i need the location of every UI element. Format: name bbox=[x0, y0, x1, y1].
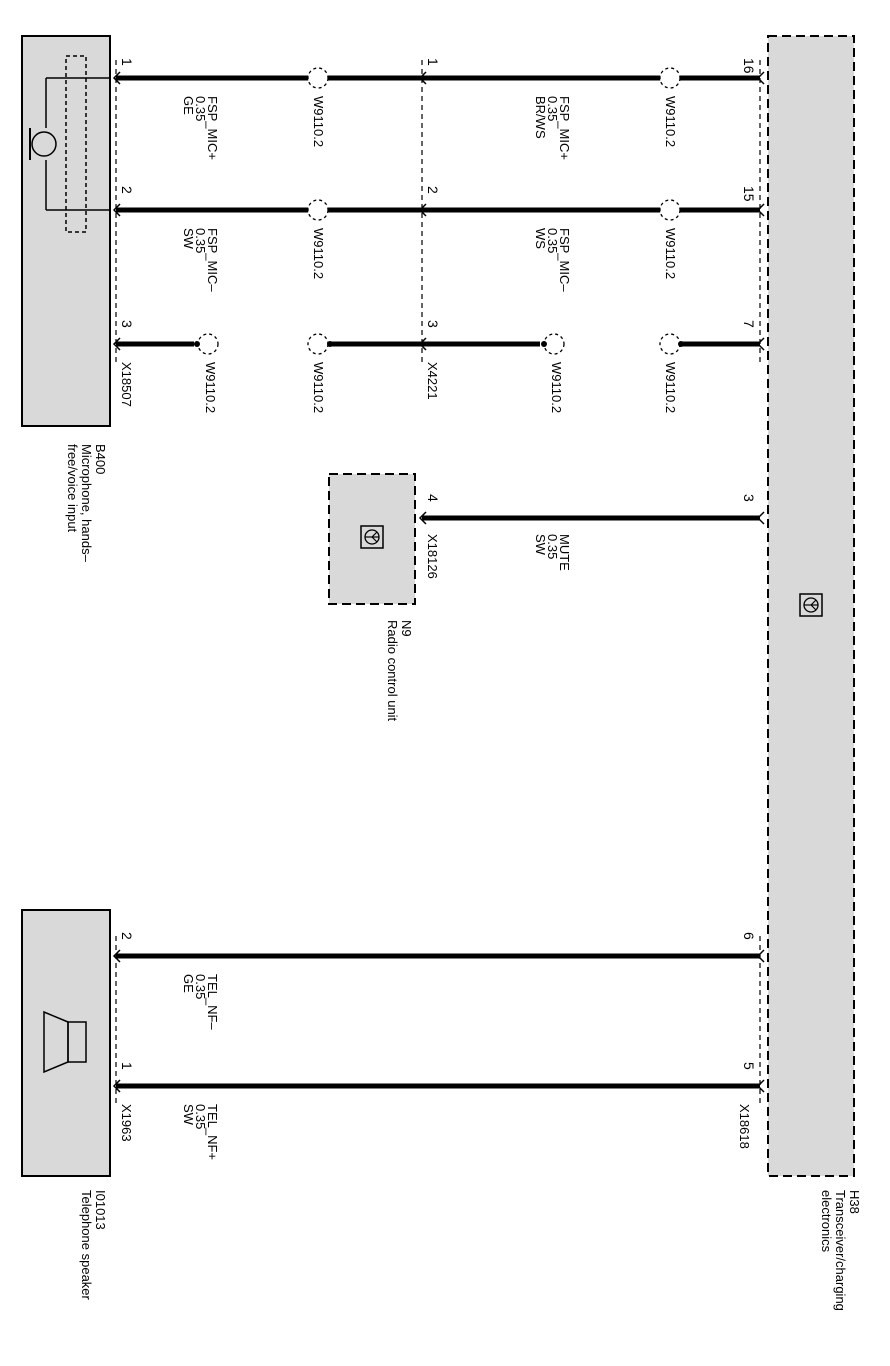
control-unit-icon bbox=[799, 593, 823, 617]
shield-label: W9110.2 bbox=[663, 96, 678, 147]
pin-numbers: 16 15 7 3 6 5 1 2 3 4 1 2 3 2 1 bbox=[119, 58, 757, 1070]
pin-number: 2 bbox=[119, 932, 135, 940]
wire-color: SW bbox=[533, 534, 548, 556]
wire-size: 0.35 bbox=[193, 228, 208, 253]
shield-label: W9110.2 bbox=[549, 362, 564, 413]
wire-labels: FSP_MIC+ 0.35 BR/WS FSP_MIC– 0.35 WS FSP… bbox=[181, 96, 572, 1160]
speaker-icon bbox=[43, 1010, 87, 1074]
pin-number: 1 bbox=[425, 58, 441, 66]
pin-number: 6 bbox=[741, 932, 757, 940]
connector-id: X18126 bbox=[425, 534, 440, 579]
wire-signal: FSP_MIC+ bbox=[205, 96, 220, 160]
component-i01013-box bbox=[21, 909, 111, 1177]
connector-ids: X18618 X4221 X18126 X18507 X1963 bbox=[119, 362, 752, 1149]
connector-chevrons bbox=[112, 71, 765, 1093]
shield-markers bbox=[197, 67, 681, 355]
wire-signal: FSP_MIC– bbox=[557, 228, 572, 292]
wire-color: SW bbox=[181, 228, 196, 250]
microphone-icon bbox=[29, 55, 110, 233]
pin-number: 1 bbox=[119, 1062, 135, 1070]
shield-dots bbox=[194, 341, 684, 347]
pin-number: 2 bbox=[119, 186, 135, 194]
shield-label: W9110.2 bbox=[663, 362, 678, 413]
pin-number: 2 bbox=[425, 186, 441, 194]
wires bbox=[116, 75, 760, 1089]
shield-label: W9110.2 bbox=[203, 362, 218, 413]
shield-label: W9110.2 bbox=[311, 96, 326, 147]
wire-color: WS bbox=[533, 228, 548, 249]
wire-signal: TEL_NF+ bbox=[205, 1104, 220, 1160]
wire-size: 0.35 bbox=[545, 534, 560, 559]
pin-number: 16 bbox=[741, 58, 757, 74]
shield-label: W9110.2 bbox=[663, 228, 678, 279]
connector-id: X1963 bbox=[119, 1104, 134, 1142]
connector-id: X18618 bbox=[737, 1104, 752, 1149]
wire-signal: FSP_MIC+ bbox=[557, 96, 572, 160]
component-name: Telephone speaker bbox=[79, 1190, 94, 1301]
pin-number: 3 bbox=[741, 494, 757, 502]
component-id: N9 bbox=[399, 620, 414, 637]
wire-size: 0.35 bbox=[545, 228, 560, 253]
pin-number: 7 bbox=[741, 320, 757, 328]
pin-number: 5 bbox=[741, 1062, 757, 1070]
wire-size: 0.35 bbox=[545, 96, 560, 121]
shield-label: W9110.2 bbox=[311, 362, 326, 413]
component-n9-box bbox=[328, 473, 416, 605]
wire-signal: TEL_NF– bbox=[205, 974, 220, 1030]
pin-number: 3 bbox=[425, 320, 441, 328]
component-id: I01013 bbox=[93, 1190, 108, 1230]
component-name: Transceiver/charging bbox=[833, 1190, 848, 1311]
component-name: free/voice input bbox=[65, 444, 80, 533]
connector-id: X4221 bbox=[425, 362, 440, 400]
pin-number: 1 bbox=[119, 58, 135, 66]
component-name: electronics bbox=[819, 1190, 834, 1253]
wire-size: 0.35 bbox=[193, 974, 208, 999]
pin-number: 3 bbox=[119, 320, 135, 328]
component-name: Microphone, hands– bbox=[79, 444, 94, 563]
component-id: H38 bbox=[847, 1190, 862, 1214]
wire-size: 0.35 bbox=[193, 96, 208, 121]
component-titles: H38 Transceiver/charging electronics N9 … bbox=[65, 444, 862, 1311]
wire-size: 0.35 bbox=[193, 1104, 208, 1129]
wire-color: BR/WS bbox=[533, 96, 548, 139]
shield-label: W9110.2 bbox=[311, 228, 326, 279]
wire-color: GE bbox=[181, 974, 196, 993]
component-id: B400 bbox=[93, 444, 108, 474]
wire-color: SW bbox=[181, 1104, 196, 1126]
component-name: Radio control unit bbox=[385, 620, 400, 722]
shield-labels: W9110.2 W9110.2 W9110.2 W9110.2 W9110.2 … bbox=[203, 96, 678, 413]
connector-lines bbox=[115, 60, 761, 1104]
pin-number: 4 bbox=[425, 494, 441, 502]
wire-color: GE bbox=[181, 96, 196, 115]
wire-signal: MUTE bbox=[557, 534, 572, 571]
pin-number: 15 bbox=[741, 186, 757, 202]
component-h38-box bbox=[767, 35, 855, 1177]
control-unit-icon bbox=[360, 525, 384, 549]
wire-signal: FSP_MIC– bbox=[205, 228, 220, 292]
connector-id: X18507 bbox=[119, 362, 134, 407]
